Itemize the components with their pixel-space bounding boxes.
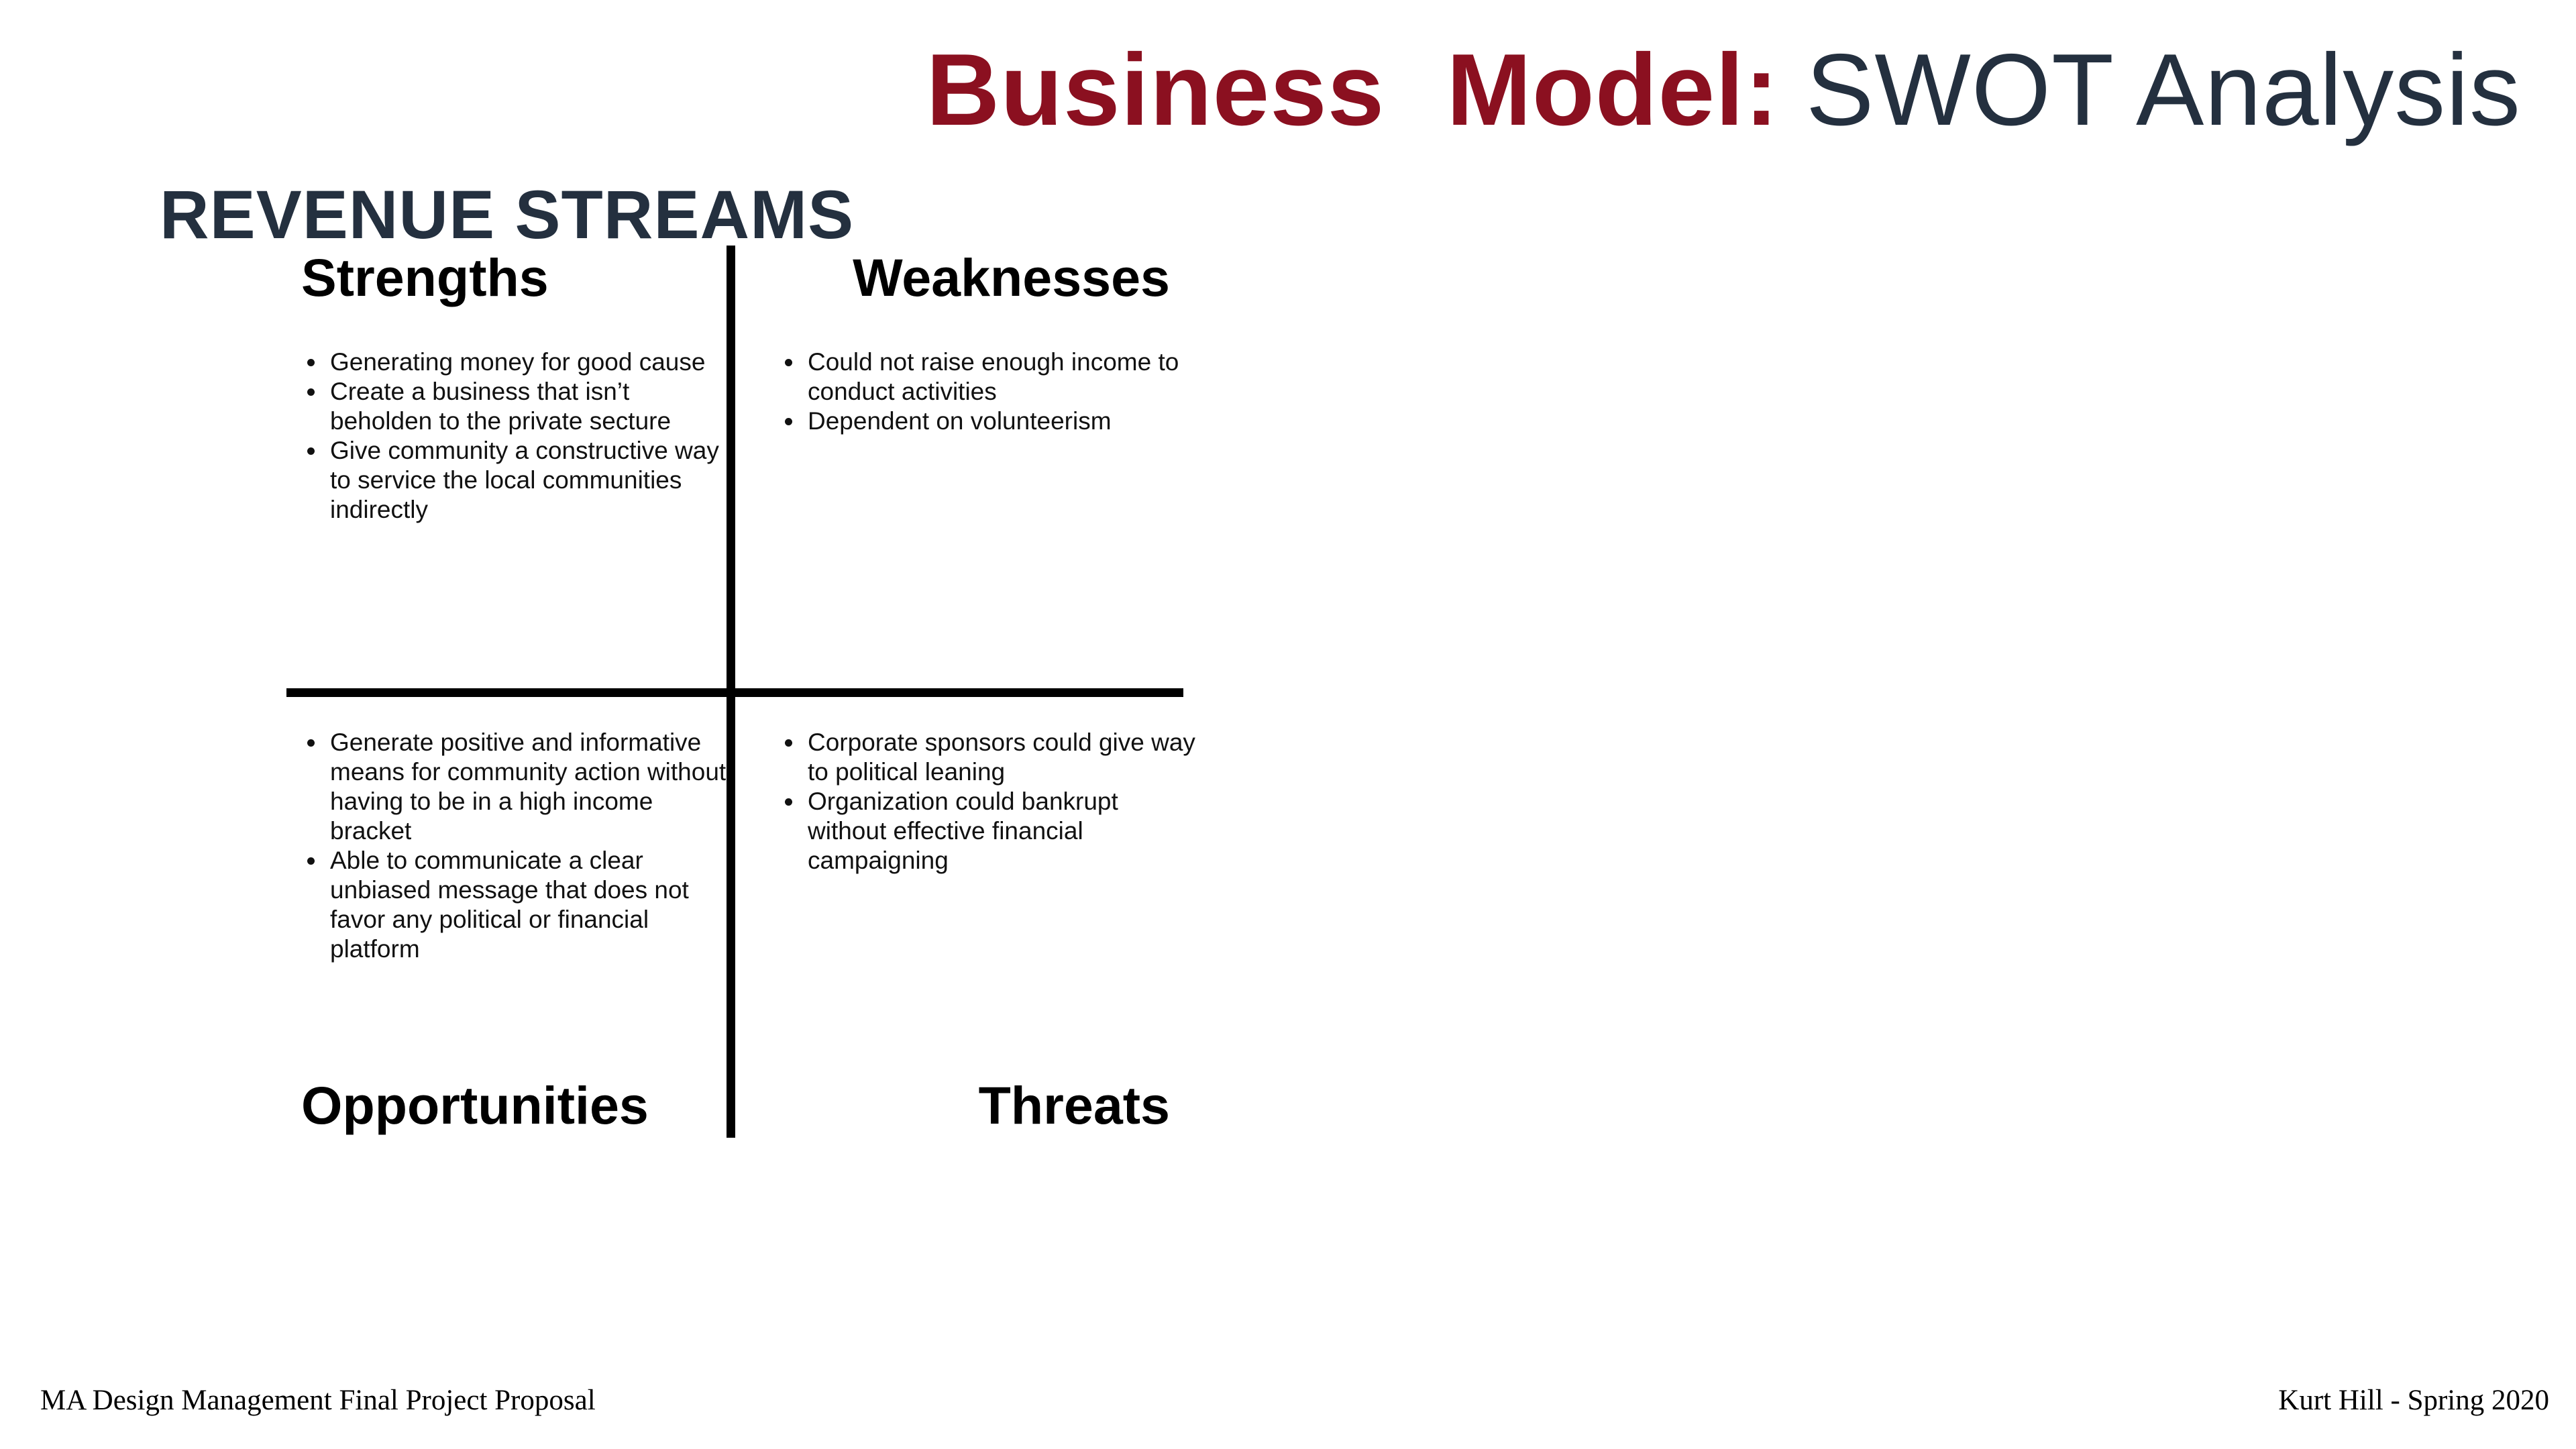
opportunities-list: Generate positive and informative means … [302, 728, 731, 964]
list-item: Dependent on volunteerism [780, 407, 1195, 436]
list-item: Generating money for good cause [302, 347, 731, 377]
list-item: Corporate sponsors could give way to pol… [780, 728, 1195, 787]
strengths-heading: Strengths [301, 248, 549, 307]
strengths-list: Generating money for good cause Create a… [302, 347, 731, 525]
title-word-model: Model: [1446, 33, 1779, 147]
footer-project-title: MA Design Management Final Project Propo… [40, 1385, 596, 1416]
weaknesses-list: Could not raise enough income to conduct… [780, 347, 1195, 436]
threats-list: Corporate sponsors could give way to pol… [780, 728, 1195, 875]
list-item: Give community a constructive way to ser… [302, 436, 731, 525]
list-item: Could not raise enough income to conduct… [780, 347, 1195, 407]
swot-horizontal-divider [286, 688, 1183, 697]
title-word-business: Business [926, 33, 1385, 147]
list-item: Create a business that isn’t beholden to… [302, 377, 731, 436]
list-item: Generate positive and informative means … [302, 728, 731, 846]
weaknesses-heading: Weaknesses [853, 248, 1170, 307]
list-item: Organization could bankrupt without effe… [780, 787, 1195, 875]
opportunities-heading: Opportunities [301, 1075, 649, 1135]
footer-author: Kurt Hill - Spring 2020 [2278, 1385, 2549, 1416]
threats-heading: Threats [978, 1075, 1170, 1135]
title-word-swot: SWOT Analysis [1805, 33, 2521, 147]
section-title: REVENUE STREAMS [160, 176, 855, 253]
list-item: Able to communicate a clear unbiased mes… [302, 846, 731, 964]
